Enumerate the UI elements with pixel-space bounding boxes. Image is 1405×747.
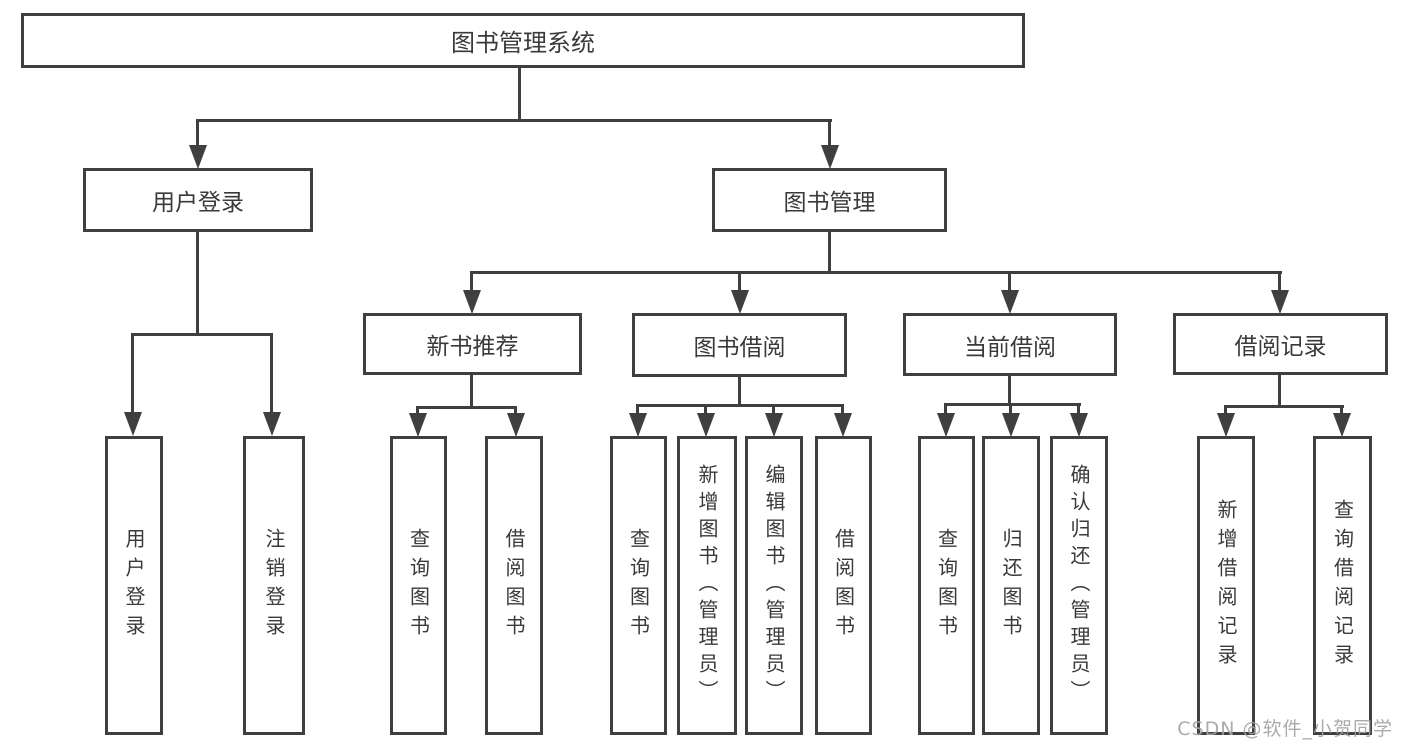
connector-current-borrow-rail	[944, 403, 1081, 406]
node-label: 借阅记录	[1234, 334, 1327, 360]
node-borrow-books: 借阅图书	[815, 436, 872, 735]
connector-new-book-rail	[416, 406, 517, 409]
node-return-books: 归还图书	[982, 436, 1040, 735]
node-borrowing-records: 借阅记录	[1173, 313, 1388, 375]
connector-drop	[1224, 405, 1227, 414]
node-label: 归还图书	[999, 527, 1023, 644]
arrow-to-query-books-rec	[409, 413, 427, 437]
arrow-to-confirm-return	[1070, 413, 1088, 437]
node-confirm-return-admin: 确认归还（管理员）	[1050, 436, 1108, 735]
connector-book-borrow-stem	[738, 377, 741, 406]
node-query-books-current: 查询图书	[918, 436, 975, 735]
node-label: 新增借阅记录	[1214, 498, 1238, 673]
node-label: 查询图书	[934, 527, 959, 644]
node-label: 借阅图书	[502, 527, 526, 644]
connector-borrow-records-stem	[1278, 375, 1281, 407]
arrow-to-query-books-borrow	[629, 413, 647, 437]
node-user-login-leaf: 用户登录	[105, 436, 163, 735]
node-label: 注销登录	[262, 527, 286, 644]
connector-borrow-records-drop	[1278, 271, 1281, 291]
arrow-to-login-leaf	[124, 412, 142, 436]
arrow-to-current-borrow	[1001, 290, 1019, 314]
connector-current-borrow-drop	[1008, 271, 1011, 291]
connector-drop	[841, 404, 844, 414]
connector-drop	[636, 404, 639, 414]
connector-logout-drop	[270, 333, 273, 413]
node-add-borrow-record: 新增借阅记录	[1197, 436, 1255, 735]
connector-new-book-drop	[470, 271, 473, 291]
connector-drop	[1009, 403, 1012, 414]
node-current-borrowing: 当前借阅	[903, 313, 1117, 376]
arrow-to-new-book-rec	[463, 290, 481, 314]
arrow-to-add-books	[697, 413, 715, 437]
connector-drop	[514, 406, 517, 414]
node-label: 用户登录	[122, 527, 146, 644]
connector-user-login-stem	[196, 232, 199, 335]
connector-new-book-stem	[470, 375, 473, 408]
node-label: 图书借阅	[693, 335, 786, 361]
arrow-to-borrow-books-rec	[507, 413, 525, 437]
node-borrow-books-rec: 借阅图书	[485, 436, 543, 735]
connector-book-borrow-rail	[636, 404, 844, 407]
node-book-borrowing: 图书借阅	[632, 313, 847, 377]
node-label: 确认归还（管理员）	[1067, 464, 1091, 707]
node-add-books-admin: 新增图书（管理员）	[677, 436, 737, 735]
node-label: 图书管理系统	[451, 29, 595, 57]
arrow-to-query-borrow-record	[1333, 413, 1351, 437]
node-label: 编辑图书（管理员）	[762, 464, 786, 707]
node-query-books-rec: 查询图书	[390, 436, 447, 735]
node-query-borrow-record: 查询借阅记录	[1313, 436, 1372, 735]
arrow-to-user-login	[189, 145, 207, 169]
connector-drop	[772, 404, 775, 414]
node-label: 图书管理	[783, 190, 876, 216]
connector-book-mgmt-rail	[470, 271, 1282, 274]
node-label: 借阅图书	[831, 527, 856, 644]
connector-current-borrow-stem	[1008, 376, 1011, 405]
node-label: 查询借阅记录	[1330, 498, 1355, 673]
node-book-management: 图书管理	[712, 168, 947, 232]
connector-book-mgmt-stem	[828, 232, 831, 274]
connector-drop	[1077, 403, 1080, 414]
node-edit-books-admin: 编辑图书（管理员）	[745, 436, 803, 735]
arrow-to-book-mgmt	[821, 145, 839, 169]
connector-borrow-records-rail	[1224, 405, 1344, 408]
arrow-to-borrow-books	[834, 413, 852, 437]
connector-book-borrow-drop	[738, 271, 741, 291]
node-label: 查询图书	[626, 527, 651, 644]
arrow-to-book-borrow	[731, 290, 749, 314]
arrow-to-logout	[263, 412, 281, 436]
csdn-watermark: CSDN @软件_小贺同学	[1177, 718, 1393, 740]
arrow-to-add-borrow-record	[1217, 413, 1235, 437]
node-new-book-recommendation: 新书推荐	[363, 313, 582, 375]
connector-user-login-drop	[196, 119, 199, 149]
arrow-to-return-books	[1002, 413, 1020, 437]
node-label: 用户登录	[152, 190, 244, 216]
connector-drop	[1340, 405, 1343, 414]
connector-book-mgmt-drop	[828, 119, 831, 149]
node-label: 查询图书	[406, 527, 431, 644]
connector-drop	[704, 404, 707, 414]
arrow-to-query-books-current	[937, 413, 955, 437]
node-label: 新增图书（管理员）	[695, 464, 719, 707]
node-logout: 注销登录	[243, 436, 305, 735]
arrow-to-edit-books	[765, 413, 783, 437]
connector-user-login-rail	[131, 333, 273, 336]
node-library-management-system: 图书管理系统	[21, 13, 1025, 68]
connector-root-rail	[196, 119, 832, 122]
node-label: 当前借阅	[964, 334, 1056, 361]
node-user-login: 用户登录	[83, 168, 313, 232]
node-query-books-borrow: 查询图书	[610, 436, 667, 735]
connector-login-leaf-drop	[131, 333, 134, 413]
arrow-to-borrow-records	[1271, 290, 1289, 314]
connector-drop	[944, 403, 947, 414]
node-label: 新书推荐	[426, 334, 519, 360]
connector-root-stem	[518, 66, 521, 121]
connector-drop	[416, 406, 419, 414]
